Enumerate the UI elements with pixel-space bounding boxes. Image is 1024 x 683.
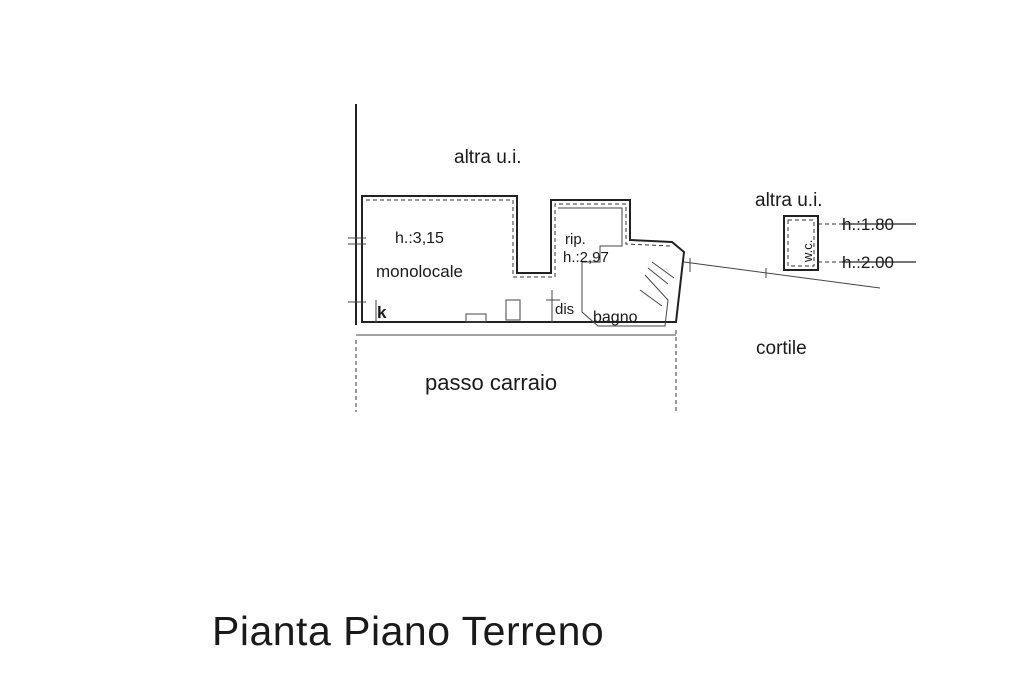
cortile-boundary xyxy=(683,261,881,289)
label-altra-ui-top: altra u.i. xyxy=(454,147,522,168)
window-marks xyxy=(348,237,691,303)
label-cortile: cortile xyxy=(756,338,807,359)
label-wc: w.c. xyxy=(800,240,815,263)
monolocale-walls xyxy=(361,195,686,323)
label-dis: dis xyxy=(555,301,574,318)
passo-carraio-boundaries xyxy=(355,330,677,412)
height-leader-lines xyxy=(818,223,842,263)
label-altra-ui-right: altra u.i. xyxy=(755,190,823,211)
plan-title: Pianta Piano Terreno xyxy=(212,608,605,654)
label-rip-height: h.:2,97 xyxy=(563,249,609,266)
label-rip: rip. xyxy=(565,231,586,248)
label-room-height: h.:3,15 xyxy=(395,230,444,247)
ripostiglio-walls xyxy=(558,207,623,290)
label-k: k xyxy=(377,303,387,322)
label-passo-carraio: passo carraio xyxy=(425,370,557,395)
wc-walls xyxy=(783,215,819,271)
kitchen-fixtures xyxy=(375,299,521,323)
label-monolocale: monolocale xyxy=(376,262,463,281)
bagno-walls xyxy=(546,261,675,327)
label-bagno: bagno xyxy=(593,309,638,326)
